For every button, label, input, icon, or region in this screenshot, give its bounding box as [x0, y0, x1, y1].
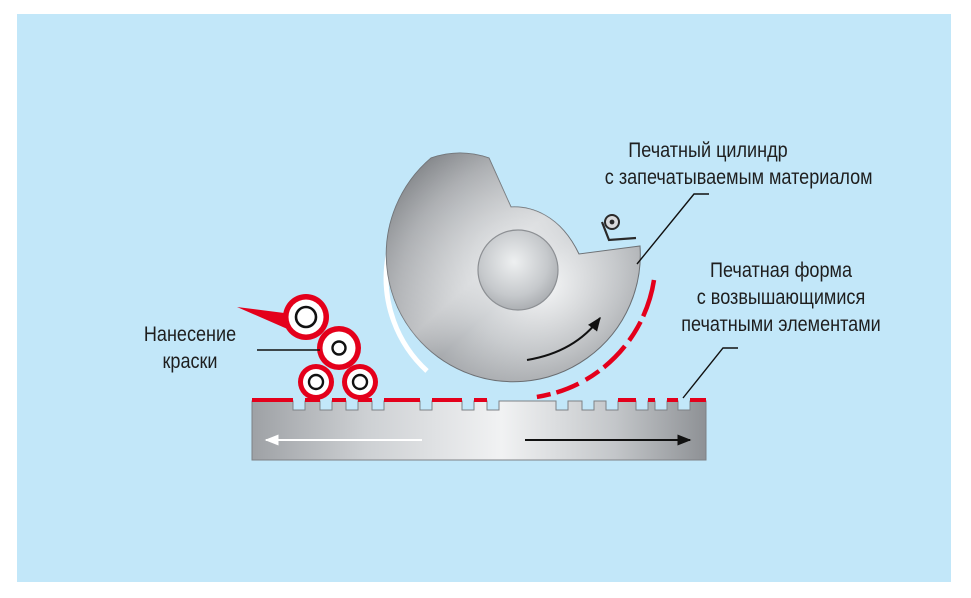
cylinder-hub — [477, 229, 559, 311]
label-cylinder: Печатный цилиндр с запечатываемым матери… — [604, 137, 873, 191]
printing-form — [251, 398, 707, 461]
paper-sheet-red — [527, 279, 657, 401]
label-ink-application: Нанесение краски — [138, 321, 241, 375]
label-form-line-2: с возвышающимися — [696, 286, 866, 309]
ink-fountain — [237, 307, 292, 331]
impression-cylinder — [383, 152, 657, 401]
gripper-icon — [600, 214, 637, 242]
label-form-line-1: Печатная форма — [710, 259, 852, 282]
ink-roller-top — [283, 294, 329, 340]
ink-roller-middle — [317, 326, 361, 370]
label-ink-line-1: Нанесение — [143, 323, 237, 346]
printing-form-body — [251, 400, 707, 461]
label-printing-form: Печатная форма с возвышающимися печатным… — [678, 257, 884, 338]
label-form-line-3: печатными элементами — [681, 313, 881, 336]
printing-elements-ink — [252, 398, 706, 402]
label-cylinder-line-1: Печатный цилиндр — [628, 139, 788, 162]
inking-unit — [237, 294, 378, 400]
ink-roller-bottom-left — [298, 364, 334, 400]
leader-line-form — [682, 347, 738, 399]
ink-roller-bottom-right — [342, 364, 378, 400]
label-ink-line-2: краски — [162, 350, 218, 373]
label-cylinder-line-2: с запечатываемым материалом — [604, 166, 873, 189]
leader-line-cylinder — [636, 193, 709, 265]
cylinder-rotation-arrow — [526, 316, 601, 361]
